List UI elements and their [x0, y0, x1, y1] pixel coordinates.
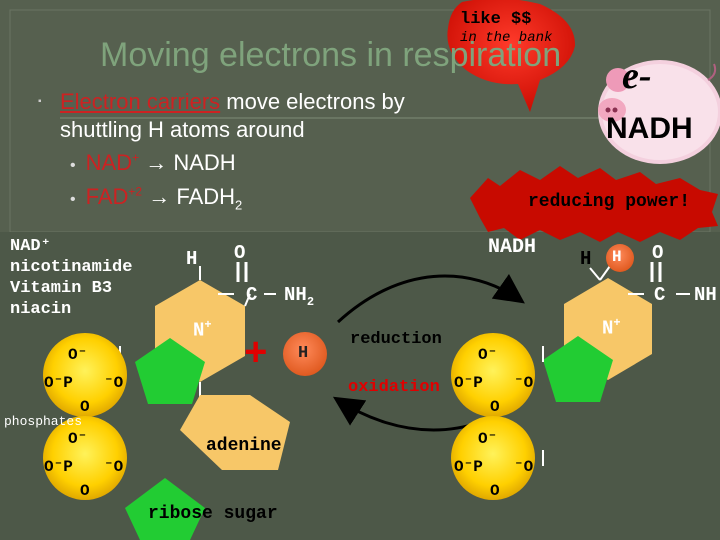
phosphate-op-2: O⁻P — [44, 458, 73, 476]
plus-sign: + — [244, 330, 268, 374]
bond — [599, 265, 611, 281]
arrow: → — [148, 184, 171, 209]
atom-nh2: NH2 — [284, 284, 315, 309]
r-phosphate-o-top-2: O⁻ — [478, 430, 498, 448]
atom-h: H — [186, 248, 198, 270]
fad-sup: +2 — [128, 184, 143, 199]
atom-c: C — [246, 284, 258, 306]
r-phosphate-o-bottom: O — [490, 398, 500, 416]
nadh-atom-o: O — [652, 242, 664, 264]
vitamin-label: Vitamin B3 — [10, 279, 113, 298]
bullet-dot: • — [70, 157, 76, 174]
reduction-label: reduction — [350, 330, 442, 349]
page-title: Moving electrons in respiration — [100, 36, 562, 74]
ribose-pentagon-right — [543, 336, 613, 402]
nadh-atom-n: N+ — [602, 316, 621, 340]
nicotinamide-label: nicotinamide — [10, 258, 133, 277]
r-phosphate-o-right-2: ⁻O — [514, 458, 534, 476]
fadh-sub: 2 — [235, 197, 243, 213]
phosphate-o-bottom: O — [80, 398, 90, 416]
bullet-text-line2: shuttling H atoms around — [60, 117, 305, 142]
nadh-atom-h1: H — [580, 248, 592, 270]
phosphate-ball-bottom — [43, 416, 127, 500]
hydrogen-ball-nadh — [606, 244, 634, 272]
atom-o: O — [234, 242, 246, 264]
nadh-title: NADH — [488, 236, 537, 259]
arrow: → — [145, 150, 168, 175]
sub-bullet-nad: • NAD+ → NADH — [70, 150, 236, 176]
nadh-atom-h2: H — [612, 248, 622, 266]
reducing-power-label: reducing power! — [528, 192, 691, 212]
piggy-nadh-label: NADH — [606, 112, 693, 145]
phosphate-o-right: ⁻O — [104, 374, 124, 392]
bond — [589, 267, 601, 281]
fadh-label: FADH — [176, 184, 236, 209]
piggy-bank-icon — [598, 60, 720, 164]
adenine-ring — [180, 395, 290, 470]
reducing-power-burst — [470, 166, 718, 242]
sub-bullet-fad: • FAD+2 → FADH2 — [70, 184, 242, 212]
r-phosphate-op: O⁻P — [454, 374, 483, 392]
callout-line2: in the bank — [460, 30, 553, 46]
callout-bubble — [447, 0, 576, 112]
nad-description: NAD⁺ nicotinamide Vitamin B3 niacin — [10, 236, 132, 320]
oxidation-label: oxidation — [348, 378, 440, 397]
phosphate-o-top-2: O⁻ — [68, 430, 88, 448]
r-phosphate-o-bottom-2: O — [490, 482, 500, 500]
nad-sup: + — [132, 150, 140, 165]
phosphate-ball-right-top — [451, 333, 535, 417]
bullet-dot: ▪ — [38, 96, 42, 107]
reduction-arrow — [336, 273, 525, 324]
phosphate-o-right-2: ⁻O — [104, 458, 124, 476]
nadh-atom-nh: NH — [694, 284, 717, 306]
hydrogen-ball — [283, 332, 327, 376]
adenine-label: adenine — [206, 436, 282, 456]
phosphate-op: O⁻P — [44, 374, 73, 392]
electron-label: e- — [622, 55, 652, 97]
bond — [244, 293, 251, 307]
r-phosphate-op-2: O⁻P — [454, 458, 483, 476]
ribose-label: ribose sugar — [148, 504, 278, 524]
main-bullet: Electron carriers move electrons by shut… — [60, 88, 405, 144]
phosphate-ball-top — [43, 333, 127, 417]
phosphate-o-top: O⁻ — [68, 346, 88, 364]
r-phosphate-o-top: O⁻ — [478, 346, 498, 364]
nad-label: NAD — [85, 150, 133, 175]
r-phosphate-o-right: ⁻O — [514, 374, 534, 392]
phosphate-o-bottom-2: O — [80, 482, 90, 500]
nadh-atom-c: C — [654, 284, 666, 306]
nad-name: NAD⁺ — [10, 237, 51, 256]
atom-n: N+ — [193, 318, 212, 342]
ribose-pentagon-bottom — [125, 478, 205, 540]
bullet-highlight: Electron carriers — [60, 89, 221, 114]
bullet-text: move electrons by — [220, 89, 405, 114]
fad-label: FAD — [85, 184, 129, 209]
phosphate-ball-right-bottom — [451, 416, 535, 500]
niacin-label: niacin — [10, 300, 72, 319]
phosphates-label: phosphates — [4, 414, 83, 429]
ribose-pentagon-top — [135, 338, 205, 404]
bullet-dot: • — [70, 191, 76, 208]
hydrogen-label: H — [298, 344, 309, 363]
nadh-label: NADH — [173, 150, 236, 175]
callout-line1: like $$ — [460, 10, 532, 29]
